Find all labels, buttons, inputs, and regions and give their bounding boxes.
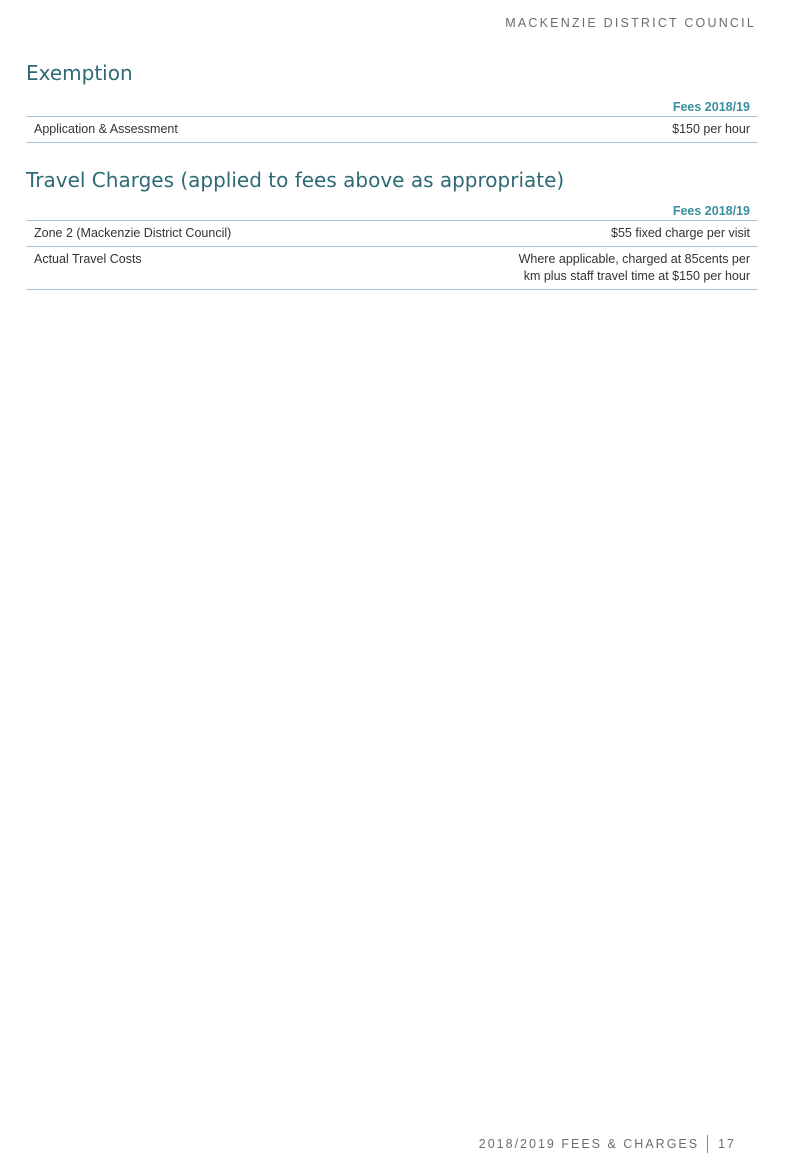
fee-value-line: Where applicable, charged at 85cents per	[518, 252, 750, 266]
page-number: 17	[718, 1137, 736, 1151]
footer-divider	[707, 1135, 709, 1153]
section-travel-charges: Travel Charges (applied to fees above as…	[26, 167, 758, 290]
footer-label: 2018/2019 FEES & CHARGES	[478, 1137, 700, 1151]
fee-value: $55 fixed charge per visit	[479, 220, 758, 247]
fee-table: Fees 2018/19 Application & Assessment $1…	[26, 100, 758, 143]
fee-value: $150 per hour	[479, 116, 758, 143]
fee-column-header: Fees 2018/19	[26, 100, 758, 117]
fee-column-header: Fees 2018/19	[26, 204, 758, 221]
fee-item: Application & Assessment	[26, 116, 480, 143]
page-footer: 2018/2019 FEES & CHARGES 17	[479, 1135, 736, 1153]
table-row: Zone 2 (Mackenzie District Council) $55 …	[26, 220, 758, 247]
fee-value: Where applicable, charged at 85cents per…	[479, 246, 758, 290]
fee-item: Actual Travel Costs	[26, 246, 480, 290]
section-title: Travel Charges (applied to fees above as…	[26, 168, 565, 192]
fee-table: Fees 2018/19 Zone 2 (Mackenzie District …	[26, 204, 758, 290]
running-header: MACKENZIE DISTRICT COUNCIL	[505, 16, 756, 30]
section-title: Exemption	[26, 61, 133, 85]
fee-item: Zone 2 (Mackenzie District Council)	[26, 220, 480, 247]
table-row: Application & Assessment $150 per hour	[26, 116, 758, 143]
fee-value-line: km plus staff travel time at $150 per ho…	[523, 269, 750, 283]
section-exemption: Exemption Fees 2018/19 Application & Ass…	[26, 60, 758, 143]
table-row: Actual Travel Costs Where applicable, ch…	[26, 246, 758, 290]
